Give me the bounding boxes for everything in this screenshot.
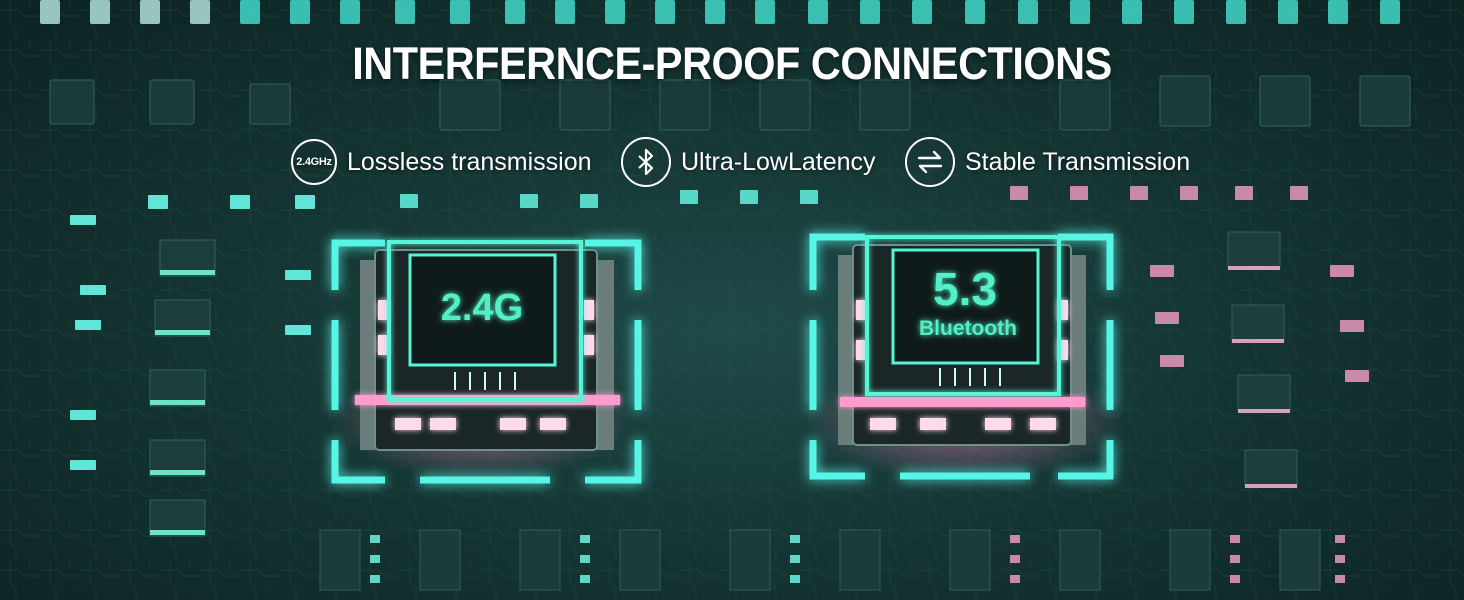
chip-2-4g: 2.4G	[330, 239, 642, 484]
headline: INTERFERNCE-PROOF CONNECTIONS	[352, 38, 1112, 89]
right-components	[400, 186, 1369, 488]
feature-label: Lossless transmission	[347, 147, 592, 176]
upper-ic-row	[49, 75, 1411, 131]
chip-pink-pads	[840, 300, 1085, 430]
bluetooth-icon	[621, 137, 671, 187]
left-components	[70, 195, 315, 537]
bottom-components	[319, 529, 1345, 591]
feature-ultra-low-latency: Ultra-LowLatency	[621, 137, 876, 187]
feature-label: Stable Transmission	[965, 147, 1191, 176]
chip-bluetooth: 5.3 Bluetooth	[805, 233, 1125, 482]
chip-screen	[865, 235, 1061, 396]
chip-label-2-4g: 2.4G	[441, 287, 523, 329]
feature-lossless-transmission: 2.4GHz Lossless transmission	[291, 137, 592, 187]
feature-stable-transmission: Stable Transmission	[905, 137, 1190, 187]
chip-frame-brackets	[331, 239, 642, 484]
top-components	[40, 0, 1400, 24]
2-4ghz-icon: 2.4GHz	[291, 139, 337, 185]
2-4ghz-icon-text: 2.4GHz	[296, 156, 332, 168]
chip-screen	[387, 240, 583, 402]
chip-label-5-3: 5.3	[933, 263, 997, 315]
chip-frame-brackets	[809, 233, 1114, 480]
transfer-arrows-icon	[905, 137, 955, 187]
feature-label: Ultra-LowLatency	[681, 147, 876, 176]
chip-label-bluetooth: Bluetooth	[919, 317, 1017, 340]
